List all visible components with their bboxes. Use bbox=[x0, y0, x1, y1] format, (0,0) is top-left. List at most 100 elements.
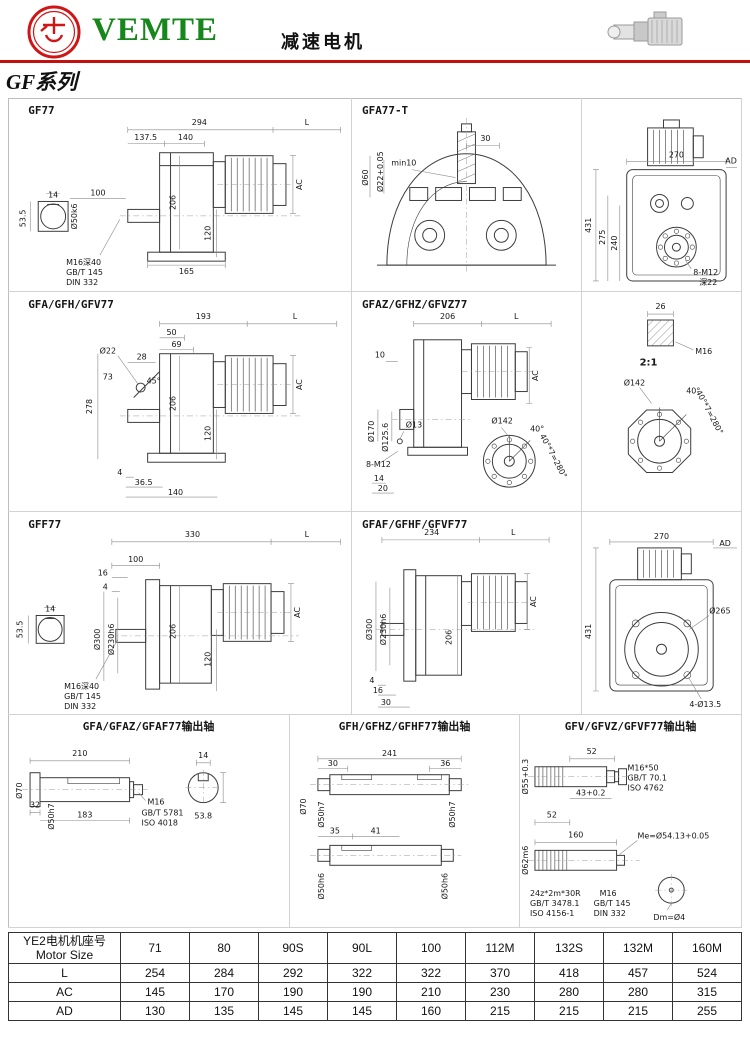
gfaz77-drawing bbox=[396, 339, 536, 488]
dim-label: 41 bbox=[371, 826, 381, 835]
dim-label: Ø125.6 bbox=[380, 423, 390, 452]
dim-label: 30 bbox=[480, 134, 490, 143]
panel-title: GFV/GFVZ/GFVF77输出轴 bbox=[565, 719, 697, 733]
panel-title: GFAF/GFHF/GFVF77 bbox=[362, 518, 467, 531]
dim-label: 32 bbox=[30, 801, 40, 810]
note-label: 24z*2m*30R bbox=[530, 889, 581, 898]
page-title: 减速电机 bbox=[281, 32, 365, 52]
table-cell: 370 bbox=[465, 963, 535, 983]
table-row: AD 130 135 145 145 160 215 215 215 255 bbox=[8, 1001, 742, 1021]
table-column-header: 112M bbox=[465, 932, 535, 964]
dimension-lines bbox=[371, 320, 552, 494]
dimension-lines bbox=[592, 538, 738, 700]
brand-logo-icon bbox=[27, 5, 81, 59]
dim-label: Ø70 bbox=[14, 782, 24, 798]
panel-gff77: GFF77 330 L 100 16 4 AC 14 53.5 Ø300 Ø2 bbox=[8, 512, 352, 715]
table-cell: 215 bbox=[465, 1001, 535, 1021]
dim-label: 270 bbox=[669, 151, 684, 160]
dim-label: 73 bbox=[103, 373, 113, 382]
side-view-drawing bbox=[626, 119, 727, 282]
panel-output-shaft-v: GFV/GFVZ/GFVF77输出轴 52 Ø55+0.3 M16*50 GB/… bbox=[520, 715, 742, 928]
dim-label: Ø62m6 bbox=[520, 846, 530, 875]
dim-label: 8-M12 bbox=[366, 460, 391, 469]
dimension-lines bbox=[592, 158, 738, 282]
dim-label: 278 bbox=[85, 399, 94, 414]
table-row-label: AD bbox=[8, 1001, 121, 1021]
dim-label: M16 bbox=[148, 798, 165, 807]
dim-label: 4-Ø13.5 bbox=[689, 699, 721, 709]
gfaf77-drawing bbox=[381, 569, 528, 682]
panel-title: GFF77 bbox=[28, 518, 61, 531]
dim-label: Ø230h6 bbox=[106, 624, 116, 656]
dim-label: 45° bbox=[147, 377, 161, 386]
table-cell: 230 bbox=[465, 982, 535, 1002]
gearmotor-thumbnail-icon bbox=[607, 11, 683, 46]
note-label: GB/T 5781 bbox=[142, 809, 184, 818]
table-column-header: 160M bbox=[672, 932, 742, 964]
panel-gf77: GF77 294 L 137.5 140 AC 14 53.5 Ø50k6 10… bbox=[8, 98, 352, 292]
table-column-header: 80 bbox=[189, 932, 259, 964]
dim-label: 36 bbox=[440, 759, 450, 768]
dim-label: Ø300 bbox=[92, 629, 102, 650]
dim-label: 30 bbox=[381, 698, 391, 707]
panel-title: GFA/GFAZ/GFAF77输出轴 bbox=[83, 719, 215, 733]
note-label: ISO 4762 bbox=[628, 784, 664, 793]
dim-label: 20 bbox=[378, 484, 388, 493]
dimension-lines bbox=[27, 538, 342, 692]
dim-label: Ø50h6 bbox=[439, 873, 449, 899]
table-column-header: 90L bbox=[327, 932, 397, 964]
motor-size-label-en: Motor Size bbox=[35, 948, 94, 962]
dim-label: 14 bbox=[48, 190, 58, 199]
dim-label: 4 bbox=[103, 583, 108, 592]
dim-label: 40° bbox=[530, 424, 544, 433]
dim-label: 53.5 bbox=[15, 621, 24, 639]
series-label: GF系列 bbox=[6, 70, 78, 94]
panel-title: GFA/GFH/GFV77 bbox=[28, 298, 114, 311]
dim-label: Ø13 bbox=[406, 419, 422, 429]
centerlines bbox=[119, 184, 303, 217]
dim-label: 270 bbox=[654, 532, 669, 541]
key-section-drawing bbox=[647, 319, 674, 347]
dimension-lines bbox=[534, 755, 672, 911]
dim-label: 120 bbox=[203, 226, 212, 241]
panel-output-shaft-a: GFA/GFAZ/GFAF77输出轴 210 14 32 183 Ø70 Ø50… bbox=[8, 715, 290, 928]
table-cell: 145 bbox=[327, 1001, 397, 1021]
dim-label: 206 bbox=[169, 396, 178, 411]
table-cell: 280 bbox=[534, 982, 604, 1002]
motor-size-label-cn: YE2电机机座号 bbox=[23, 934, 106, 948]
dim-label: 241 bbox=[382, 749, 397, 758]
dimension-lines bbox=[639, 311, 694, 404]
panel-gfa77: GFA/GFH/GFV77 193 L 50 69 28 Ø22 73 45° bbox=[8, 292, 352, 512]
dim-label: 4 bbox=[117, 468, 122, 477]
dim-label: Me=Ø54.13+0.05 bbox=[637, 830, 709, 840]
centerlines bbox=[391, 371, 534, 420]
dim-label: 53.5 bbox=[18, 210, 27, 228]
dim-label: Ø55+0.3 bbox=[520, 759, 530, 795]
dim-label: AC bbox=[531, 370, 540, 381]
table-cell: 315 bbox=[672, 982, 742, 1002]
panel-gfa77t: GFA77-T Ø60 Ø22+0.05 min10 30 bbox=[352, 98, 582, 292]
dim-label: Ø300 bbox=[364, 619, 374, 640]
header-divider bbox=[0, 60, 750, 63]
gff77-drawing bbox=[35, 579, 285, 690]
table-cell: 215 bbox=[534, 1001, 604, 1021]
dim-label: Ø60 bbox=[360, 169, 370, 185]
centerlines bbox=[119, 384, 303, 417]
panel-gfaz77: GFAZ/GFHZ/GFVZ77 206 L 10 bbox=[352, 292, 582, 512]
table-cell: 418 bbox=[534, 963, 604, 983]
dim-label: 30 bbox=[328, 759, 338, 768]
table-cell: 145 bbox=[120, 982, 190, 1002]
table-row: L 254 284 292 322 322 370 418 457 524 bbox=[8, 963, 742, 983]
dim-label: 4 bbox=[369, 676, 374, 685]
dim-label: 14 bbox=[198, 751, 208, 760]
table-cell: 524 bbox=[672, 963, 742, 983]
note-label: GB/T 145 bbox=[64, 692, 101, 701]
dim-label: 53.8 bbox=[194, 812, 212, 821]
dim-label: AC bbox=[295, 179, 304, 190]
dim-label: 210 bbox=[72, 749, 87, 758]
note-label: DIN 332 bbox=[66, 278, 98, 287]
dim-label: M16 bbox=[600, 889, 617, 898]
table-column-header: 100 bbox=[396, 932, 466, 964]
dim-label: L bbox=[305, 118, 310, 127]
table-cell: 170 bbox=[189, 982, 259, 1002]
